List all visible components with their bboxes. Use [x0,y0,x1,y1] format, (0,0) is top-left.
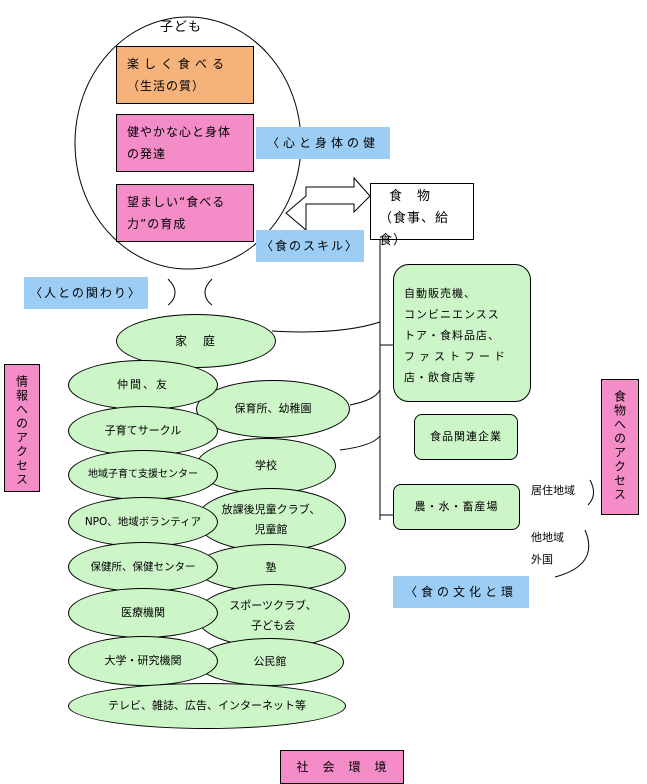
arc-home [271,321,381,333]
information-access: 情報へのアクセス [4,364,40,492]
goal-healthy-development: 健やかな心と身体 の発達 [116,114,254,172]
region-other: 他地域 [531,531,564,544]
ellipse-university: 大学・研究機関 [68,636,218,686]
label-food-culture: 〈食の文化と環 [393,576,529,608]
retail-line2: コンビニエンスス [404,308,500,321]
label-food-skill: 〈食のスキル〉 [256,230,364,262]
ellipse-support-center: 地域子育て支援センター [68,450,218,500]
arc-school [339,435,381,451]
goal-enjoy-eating: 楽しく食べる （生活の質） [116,46,254,104]
social-environment-label: 社 会 環 境 [280,750,404,784]
food-subtitle: （食事、給食） [379,211,450,248]
goal-skill-line1: 望ましい“食べる [127,195,226,209]
region-foreign: 外国 [531,553,553,566]
ellipse-community-hall: 公民館 [196,638,344,686]
label-human-relations: 〈人との関わり〉 [24,277,148,309]
food-title: 食 物 [389,189,432,204]
ellipse-npo: NPO、地域ボランティア [68,497,218,547]
food-box: 食 物 （食事、給食） [370,183,474,248]
double-arrow [285,176,371,232]
label-heart-body: 〈心と身体の健 [256,127,390,159]
retail-line4: ファストフード [404,350,509,363]
ellipse-afterschool: 放課後児童クラブ、 児童館 [196,488,346,552]
ellipse-sports: スポーツクラブ、 子ども会 [196,584,350,648]
sports-line1: スポーツクラブ、 [229,599,317,612]
sports-line2: 子ども会 [251,619,295,632]
ellipse-home: 家 庭 [116,314,276,368]
ellipse-friends: 仲間、友 [68,360,218,410]
food-access: 食物へのアクセス [601,379,639,515]
ellipse-nursery: 保育所、幼稚園 [196,380,350,438]
goal-enjoy-line1: 楽しく食べる [127,57,230,71]
goal-skill-line2: 力”の育成 [127,217,187,231]
arc-outer [554,529,590,578]
retail-box: 自動販売機、 コンビニエンスス トア・食料品店、 ファストフード 店・飲食店等 [393,264,531,402]
region-local: 居住地域 [531,484,575,497]
retail-line1: 自動販売機、 [404,287,476,300]
goal-eating-ability: 望ましい“食べる 力”の育成 [116,184,254,242]
arc-nursery [349,389,381,406]
bracket-left [167,278,176,306]
afterschool-line2: 児童館 [254,523,288,536]
ellipse-health-center: 保健所、保健センター [68,542,218,592]
ellipse-media: テレビ、雑誌、広告、インターネット等 [68,683,346,729]
child-title: 子ども [160,20,203,35]
producer-box: 農・水・畜産場 [393,484,520,530]
bracket-right [204,278,213,306]
ellipse-medical: 医療機関 [68,588,218,638]
retail-line3: トア・食料品店、 [404,329,500,342]
afterschool-line1: 放課後児童クラブ、 [221,503,321,516]
food-company-box: 食品関連企業 [414,414,518,460]
ellipse-school: 学校 [196,438,336,494]
ellipse-parenting-circle: 子育てサークル [68,406,218,456]
goal-health-line1: 健やかな心と身体 [127,125,232,139]
retail-line5: 店・飲食店等 [404,371,476,384]
arc-local [587,479,594,506]
goal-health-line2: の発達 [127,147,167,161]
goal-enjoy-line2: （生活の質） [127,79,206,93]
